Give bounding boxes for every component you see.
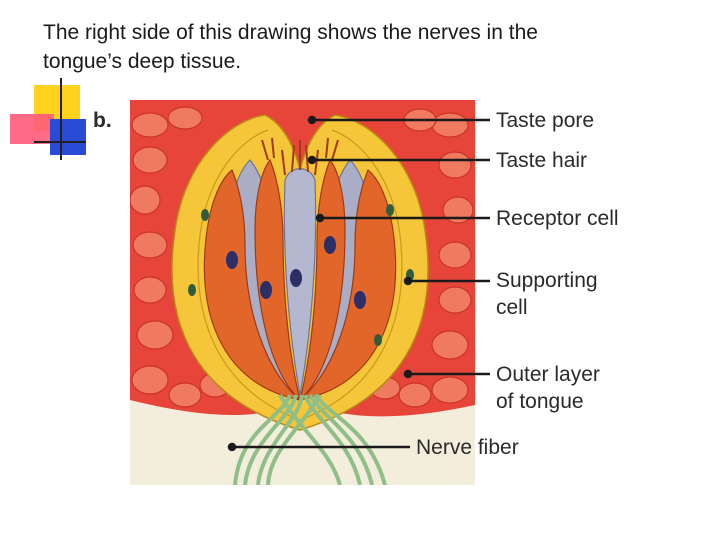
- receptor-cell-outer-left: [203, 169, 303, 402]
- nerve-fibers: [233, 393, 387, 485]
- cell-nuclei: [188, 204, 414, 346]
- decorative-square-pink: [10, 114, 54, 144]
- taste-hairs: [261, 137, 339, 176]
- label-taste-pore: Taste pore: [496, 109, 595, 132]
- panel-letter: b.: [93, 109, 112, 132]
- slide-title: The right side of this drawing shows the…: [43, 21, 538, 73]
- tongue-tissue-cells: [130, 106, 474, 408]
- label-taste-hair: Taste hair: [496, 149, 588, 172]
- decorative-square-blue: [50, 119, 86, 155]
- decorative-vertical-line: [60, 78, 62, 160]
- leader-lines: [227, 115, 490, 452]
- receptor-cell-outer-right: [297, 169, 397, 402]
- receptor-cell-left: [254, 158, 302, 402]
- decorative-horizontal-line: [34, 141, 86, 143]
- label-outer-layer: Outer layer of tongue: [496, 363, 600, 413]
- label-receptor-cell: Receptor cell: [496, 207, 619, 230]
- label-supporting-cell: Supporting cell: [496, 269, 598, 319]
- label-nerve-fiber: Nerve fiber: [416, 436, 519, 459]
- deep-tissue: [130, 400, 475, 485]
